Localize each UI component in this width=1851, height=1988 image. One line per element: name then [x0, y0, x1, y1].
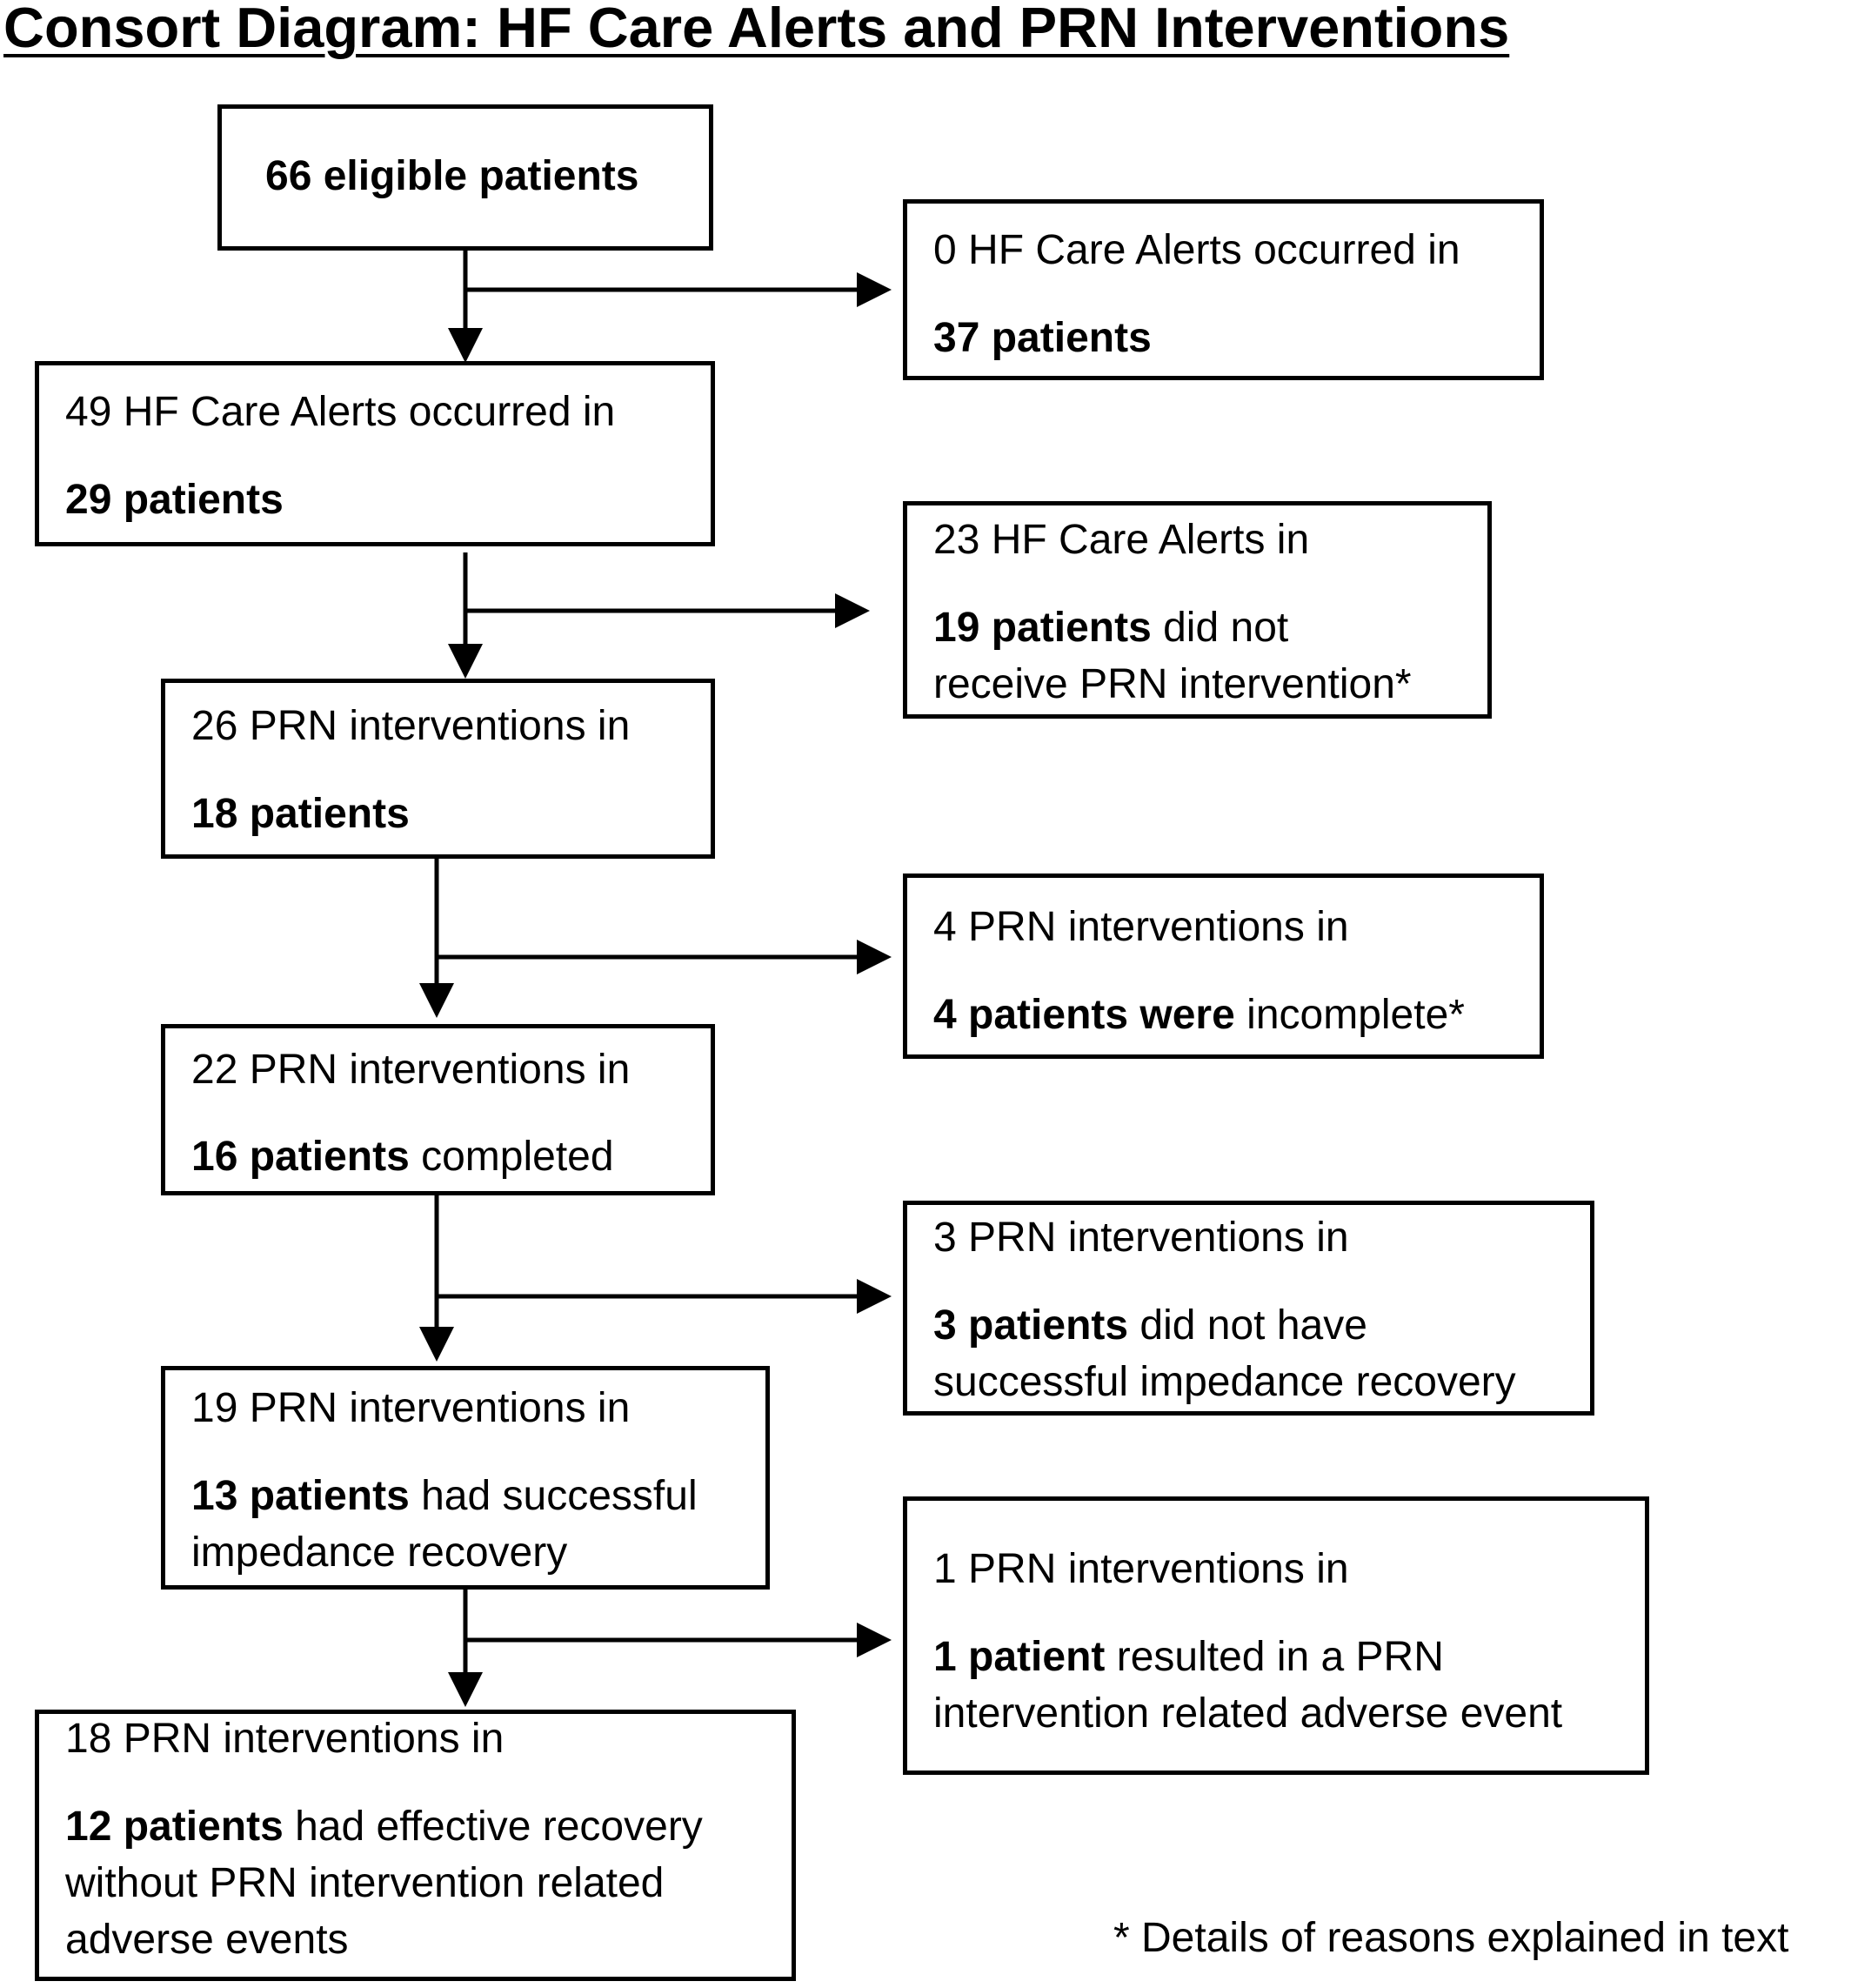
box-alerts-occurred: 49 HF Care Alerts occurred in 29 patient… [35, 361, 715, 546]
completed-line1: 22 PRN interventions in [191, 1047, 631, 1093]
no-prn-line2: 19 patients did not [933, 604, 1288, 653]
effective-patients: 12 patients [65, 1804, 284, 1850]
unsuccessful-line2-rest: did not have [1128, 1302, 1367, 1349]
successful-line2-rest: had successful [409, 1473, 698, 1519]
no-prn-line1: 23 HF Care Alerts in [933, 517, 1310, 563]
completed-patients: 16 patients [191, 1134, 410, 1180]
no-prn-line3: receive PRN intervention* [933, 661, 1412, 707]
effective-line1: 18 PRN interventions in [65, 1716, 505, 1762]
successful-line1: 19 PRN interventions in [191, 1385, 631, 1431]
adverse-line3: intervention related adverse event [933, 1690, 1563, 1737]
successful-patients: 13 patients [191, 1473, 410, 1519]
unsuccessful-patients: 3 patients [933, 1302, 1129, 1349]
successful-line3: impedance recovery [191, 1529, 568, 1576]
unsuccessful-line3: successful impedance recovery [933, 1359, 1516, 1405]
box-unsuccessful-recovery: 3 PRN interventions in 3 patients did no… [903, 1201, 1594, 1416]
box-adverse-event: 1 PRN interventions in 1 patient resulte… [903, 1496, 1649, 1775]
effective-line4: adverse events [65, 1917, 349, 1963]
prn-patients: 18 patients [191, 791, 410, 837]
incomplete-line2: 4 patients were incomplete* [933, 991, 1465, 1040]
no-prn-line2-rest: did not [1151, 605, 1289, 651]
adverse-line1: 1 PRN interventions in [933, 1546, 1349, 1592]
box-effective-recovery: 18 PRN interventions in 12 patients had … [35, 1710, 796, 1981]
box-no-alerts: 0 HF Care Alerts occurred in 37 patients [903, 199, 1544, 380]
adverse-patients: 1 patient [933, 1634, 1106, 1680]
effective-line3: without PRN intervention related [65, 1860, 665, 1906]
prn-line1: 26 PRN interventions in [191, 703, 631, 749]
box-incomplete: 4 PRN interventions in 4 patients were i… [903, 874, 1544, 1059]
unsuccessful-line1: 3 PRN interventions in [933, 1215, 1349, 1261]
footnote: * Details of reasons explained in text [1113, 1915, 1789, 1961]
no-alerts-patients: 37 patients [933, 315, 1152, 361]
box-eligible-patients: 66 eligible patients [217, 104, 713, 251]
alerts-line1: 49 HF Care Alerts occurred in [65, 389, 616, 435]
box-no-prn-intervention: 23 HF Care Alerts in 19 patients did not… [903, 501, 1492, 719]
incomplete-patients: 4 patients were [933, 992, 1235, 1038]
no-alerts-line1: 0 HF Care Alerts occurred in [933, 227, 1460, 273]
box-completed: 22 PRN interventions in 16 patients comp… [161, 1024, 715, 1195]
eligible-text: 66 eligible patients [265, 153, 639, 199]
box-prn-interventions: 26 PRN interventions in 18 patients [161, 679, 715, 859]
adverse-line2-rest: resulted in a PRN [1105, 1634, 1444, 1680]
successful-line2: 13 patients had successful [191, 1472, 698, 1521]
completed-line2-rest: completed [409, 1134, 614, 1180]
diagram-title: Consort Diagram: HF Care Alerts and PRN … [3, 0, 1510, 59]
no-prn-patients: 19 patients [933, 605, 1152, 651]
box-successful-recovery: 19 PRN interventions in 13 patients had … [161, 1366, 770, 1590]
incomplete-line2-rest: incomplete* [1234, 992, 1465, 1038]
incomplete-line1: 4 PRN interventions in [933, 904, 1349, 950]
alerts-patients: 29 patients [65, 477, 284, 523]
effective-line2-rest: had effective recovery [283, 1804, 703, 1850]
adverse-line2: 1 patient resulted in a PRN [933, 1633, 1444, 1682]
completed-line2: 16 patients completed [191, 1133, 614, 1181]
effective-line2: 12 patients had effective recovery [65, 1803, 703, 1851]
unsuccessful-line2: 3 patients did not have [933, 1302, 1367, 1350]
